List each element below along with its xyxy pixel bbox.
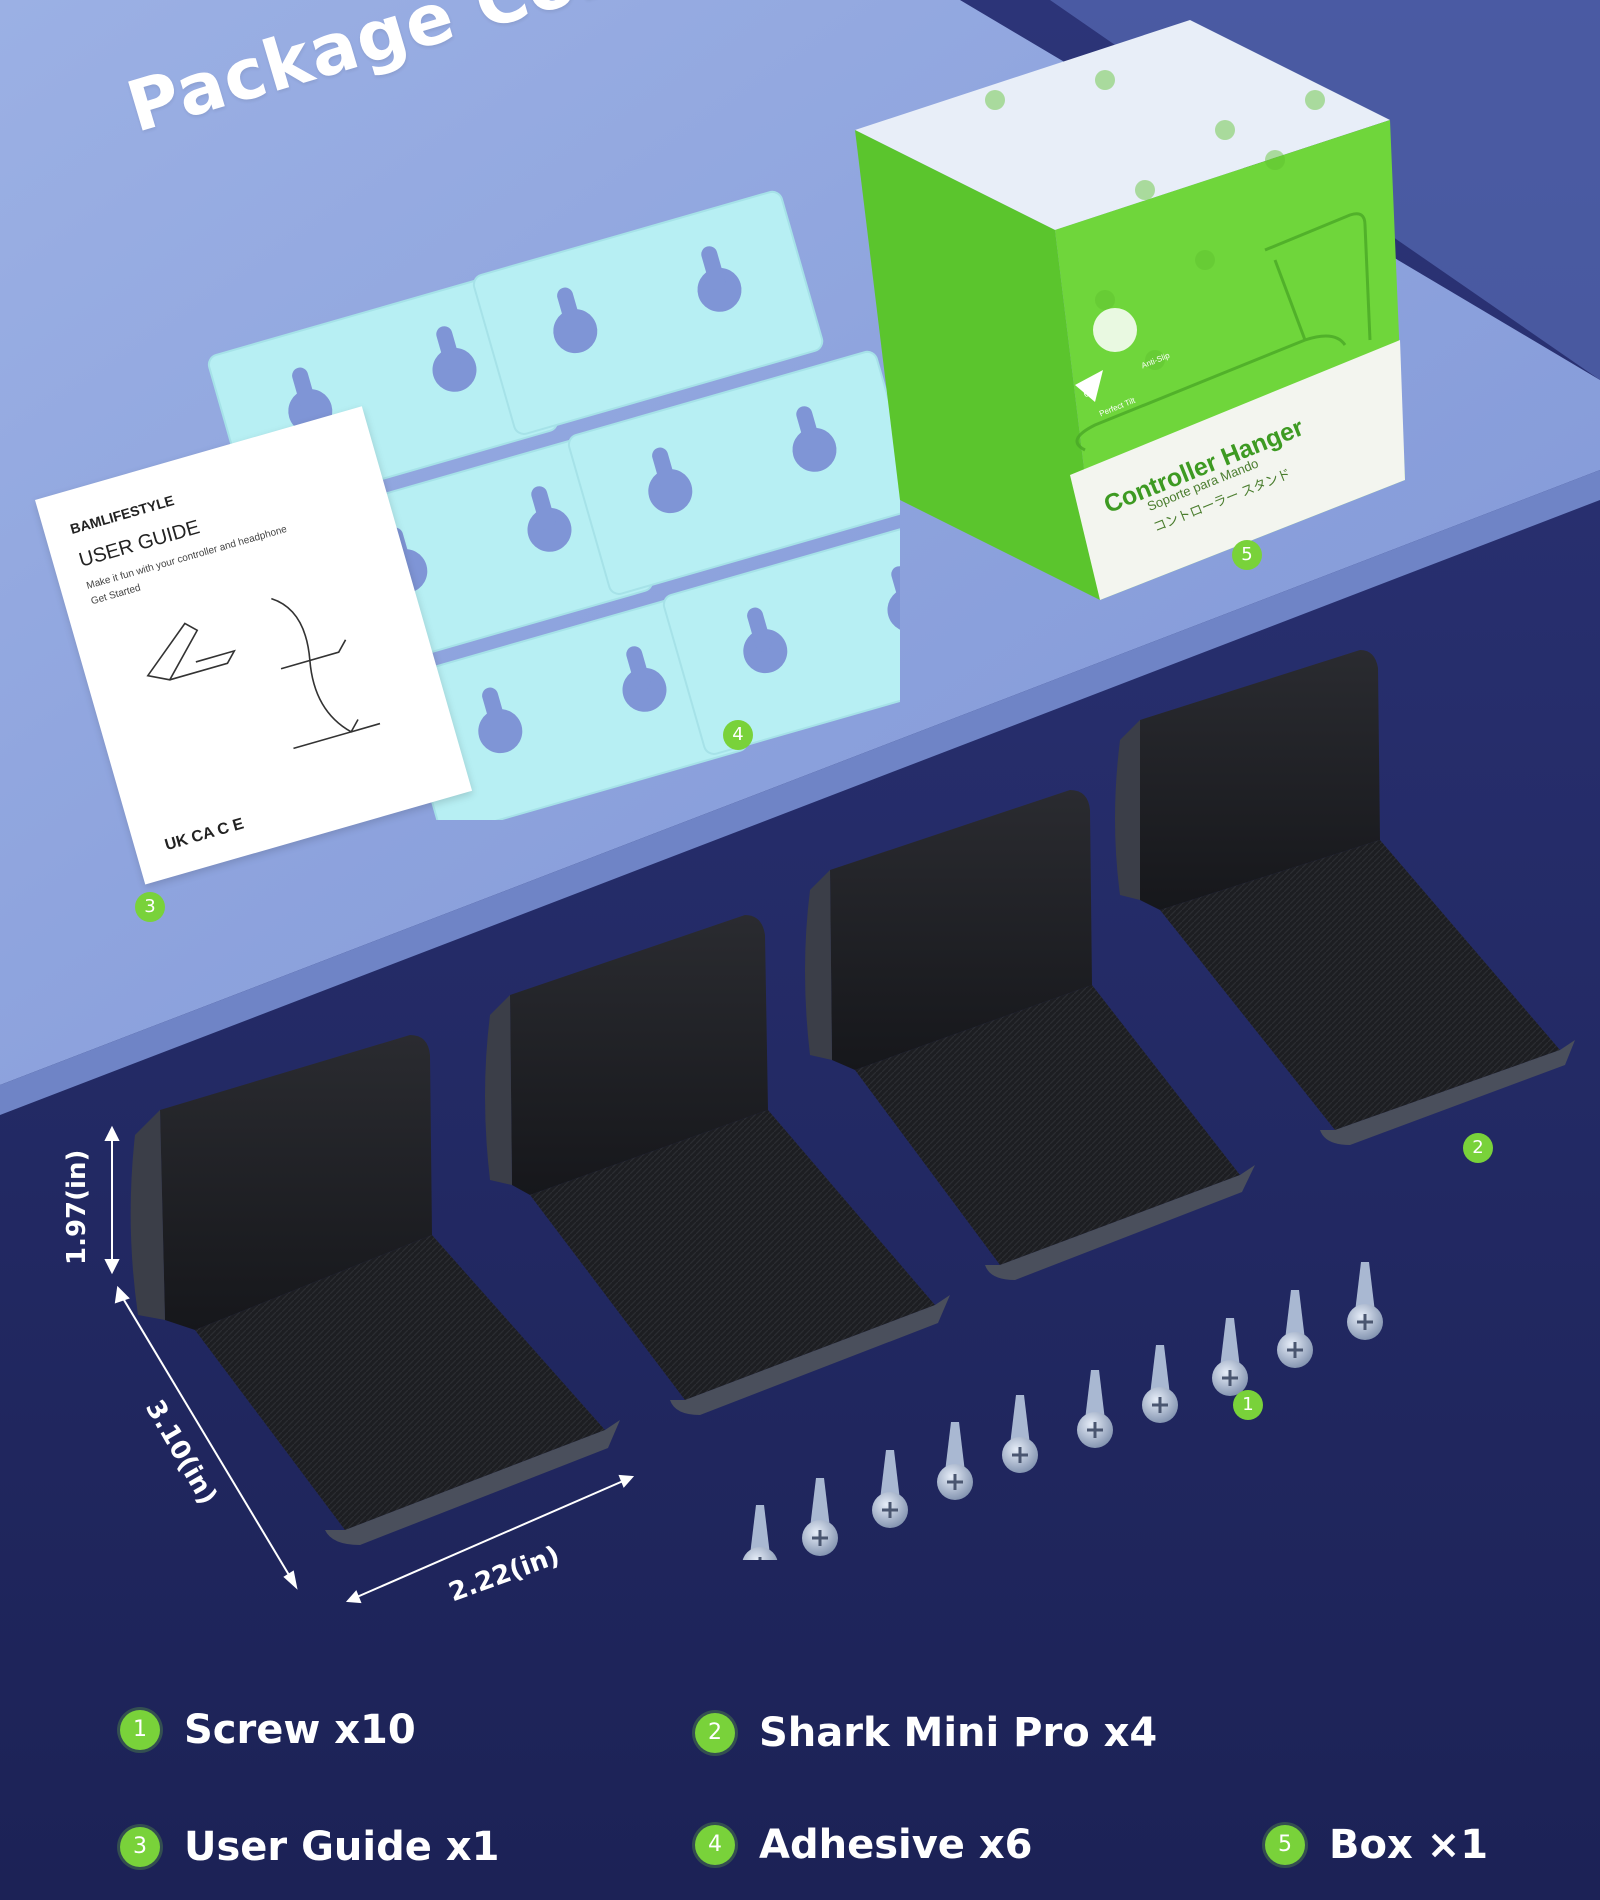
badge-adhesive: 4 [723,720,753,750]
screw [802,1478,838,1556]
legend-item-user-guide: 3 User Guide x1 [120,1817,499,1877]
legend-label: Box ×1 [1329,1822,1489,1868]
legend-item-hanger: 2 Shark Mini Pro x4 [695,1703,1157,1763]
screw [872,1450,908,1528]
shark-mini-pro-hanger [1115,650,1575,1145]
user-guide-sheet: BAMLIFESTYLE USER GUIDE Make it fun with… [35,406,473,885]
screw [1277,1290,1313,1368]
badge-user-guide: 3 [135,892,165,922]
legend-badge: 1 [120,1710,160,1750]
adhesive-pad [472,190,824,435]
legend-label: Adhesive x6 [759,1822,1033,1868]
legend-badge: 3 [120,1827,160,1867]
dimension-height: 1.97(in) [62,1149,92,1265]
guide-hanger-sketch-icon [146,597,381,750]
badge-box: 5 [1232,540,1262,570]
adhesive-pad [662,510,900,755]
screw [937,1422,973,1500]
screw [1077,1370,1113,1448]
anti-slip-icon [1093,308,1137,352]
shark-mini-pro-hanger [485,915,950,1415]
legend-item-box: 5 Box ×1 [1265,1815,1488,1875]
screws [742,1262,1383,1560]
screw [1002,1395,1038,1473]
shark-mini-pro-hanger [130,1035,620,1545]
legend-label: Screw x10 [184,1707,416,1753]
screw [1347,1262,1383,1340]
hangers-and-screws [130,650,1575,1560]
legend-item-adhesive: 4 Adhesive x6 [695,1815,1032,1875]
screw [1142,1345,1178,1423]
screw [1212,1318,1248,1396]
product-box [855,20,1405,600]
legend-label: User Guide x1 [184,1824,500,1870]
legend-badge: 4 [695,1825,735,1865]
legend-badge: 2 [695,1713,735,1753]
legend-label: Shark Mini Pro x4 [759,1710,1158,1756]
legend-item-screw: 1 Screw x10 [120,1700,416,1760]
legend-badge: 5 [1265,1825,1305,1865]
shark-mini-pro-hanger [805,790,1255,1280]
screw [742,1505,778,1560]
badge-hanger: 2 [1463,1133,1493,1163]
tilt-icon [1075,370,1103,402]
badge-screw: 1 [1233,1390,1263,1420]
